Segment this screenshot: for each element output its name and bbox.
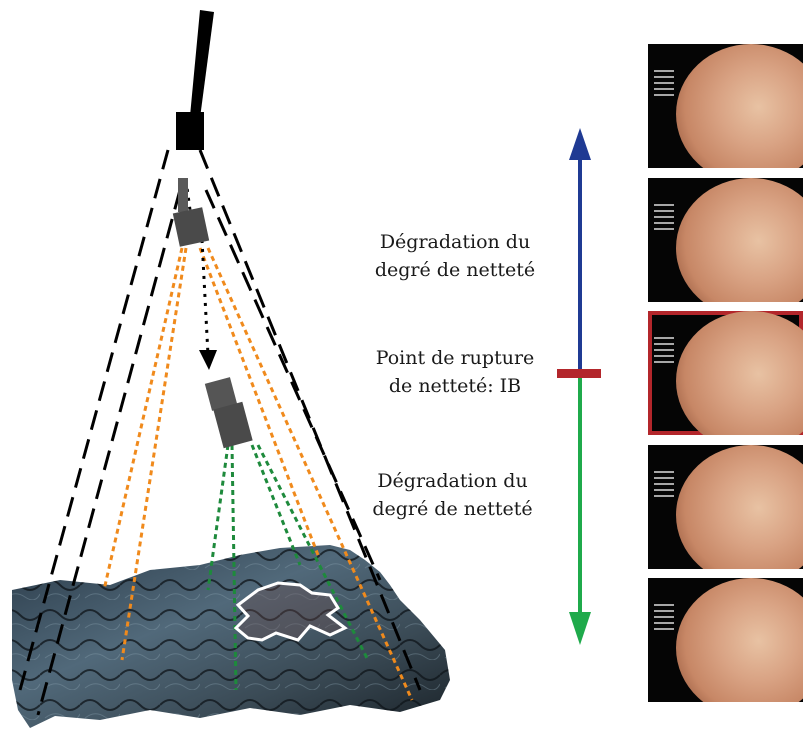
label-degradation-top: Dégradation du degré de netteté	[360, 228, 550, 284]
arrow-top-head	[569, 128, 591, 160]
label-rupture-point: Point de rupture de netteté: IB	[360, 344, 550, 400]
thumbnail-frame-5[interactable]	[648, 578, 803, 702]
thumbnail-frame-3-selected[interactable]	[648, 311, 803, 435]
endoscope-shaft	[190, 10, 214, 118]
label-degradation-bottom: Dégradation du degré de netteté	[355, 467, 550, 523]
thumbnail-frame-4[interactable]	[648, 445, 803, 569]
motion-arrow-head	[199, 350, 217, 370]
thumbnail-frame-2[interactable]	[648, 178, 803, 302]
camera-position-top	[173, 178, 209, 247]
rupture-marker	[557, 369, 601, 378]
camera-motion-path	[186, 180, 208, 355]
endoscope-head	[176, 112, 204, 150]
arrow-bottom-head	[569, 612, 591, 645]
thumbnail-frame-1[interactable]	[648, 44, 803, 168]
camera-position-bottom	[205, 377, 253, 448]
